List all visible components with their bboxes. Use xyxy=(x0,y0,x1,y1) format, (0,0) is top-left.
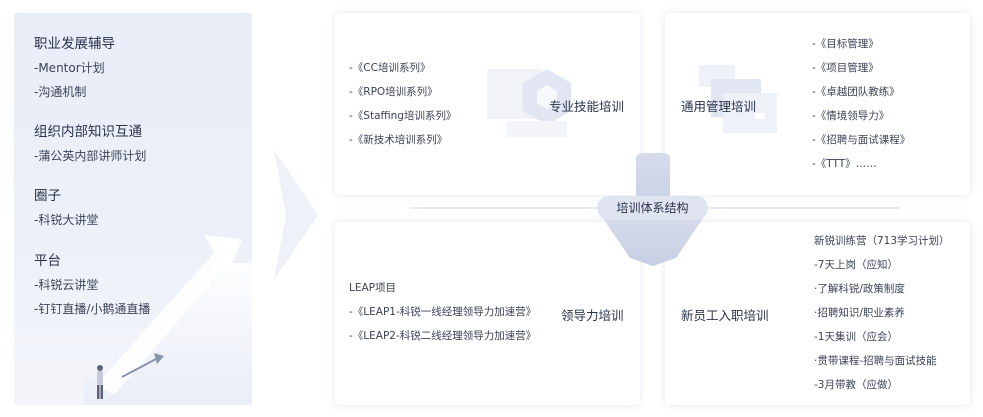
list-item: -《TTT》…… xyxy=(812,158,877,170)
card-title: 通用管理培训 xyxy=(681,99,757,114)
list-item: -3月带教（应做） xyxy=(814,379,898,391)
list-item: -《LEAP2-科锐二线经理领导力加速营》 xyxy=(349,330,537,342)
card-title: 新员工入职培训 xyxy=(681,308,769,323)
document-stack-icon xyxy=(699,65,777,133)
group-item: -科锐云讲堂 xyxy=(34,278,99,292)
card-list: -《目标管理》 -《项目管理》 -《卓越团队教练》 -《情境领导力》 -《招聘与… xyxy=(812,32,910,176)
list-item: ·招聘知识/职业素养 xyxy=(814,307,905,319)
group-circle: 圈子 -科锐大讲堂 xyxy=(34,187,98,235)
group-title: 组织内部知识互通 xyxy=(34,124,142,140)
card-professional-skills: -《CC培训系列》 -《RPO培训系列》 -《Staffing培训系列》 -《新… xyxy=(335,13,640,195)
list-item: LEAP项目 xyxy=(349,282,396,294)
list-item: ·了解科锐/政策制度 xyxy=(814,283,905,295)
list-item: -1天集训（应会） xyxy=(814,331,898,343)
list-item: -7天上岗（应知） xyxy=(814,259,898,271)
hexagon-icon xyxy=(487,69,571,137)
chevron-right-icon xyxy=(274,150,318,280)
staircase-illustration xyxy=(84,235,252,405)
list-item: ·贯带课程-招聘与面试技能 xyxy=(814,355,937,367)
group-item: -蒲公英内部讲师计划 xyxy=(34,149,147,163)
list-item: -《CC培训系列》 xyxy=(349,62,431,74)
group-career: 职业发展辅导 -Mentor计划 -沟通机制 xyxy=(34,35,115,107)
person-figure-icon xyxy=(97,365,103,399)
group-item: -钉钉直播/小鹅通直播 xyxy=(34,302,151,316)
list-item: -《目标管理》 xyxy=(812,38,879,50)
group-title: 平台 xyxy=(34,253,61,269)
group-title: 圈子 xyxy=(34,188,61,204)
list-item: -《RPO培训系列》 xyxy=(349,86,438,98)
list-item: -《项目管理》 xyxy=(812,62,879,74)
group-knowledge: 组织内部知识互通 -蒲公英内部讲师计划 xyxy=(34,123,146,171)
group-title: 职业发展辅导 xyxy=(34,36,115,52)
new-hire-list: 新锐训练营（713学习计划） -7天上岗（应知） ·了解科锐/政策制度 ·招聘知… xyxy=(814,229,950,397)
list-item: -《LEAP1-科锐一线经理领导力加速营》 xyxy=(349,306,537,318)
list-item: -《Staffing培训系列》 xyxy=(349,110,457,122)
card-title: 专业技能培训 xyxy=(549,99,625,114)
card-title: 领导力培训 xyxy=(561,308,624,323)
list-item: -《情境领导力》 xyxy=(812,110,890,122)
card-list: -《CC培训系列》 -《RPO培训系列》 -《Staffing培训系列》 -《新… xyxy=(349,56,456,152)
group-item: -科锐大讲堂 xyxy=(34,213,99,227)
list-item: -《新技术培训系列》 xyxy=(349,134,448,146)
group-item: -沟通机制 xyxy=(34,85,87,99)
group-item: -Mentor计划 xyxy=(34,61,105,75)
left-panel: 职业发展辅导 -Mentor计划 -沟通机制 组织内部知识互通 -蒲公英内部讲师… xyxy=(14,13,252,405)
list-item: 新锐训练营（713学习计划） xyxy=(814,235,950,247)
card-leadership: LEAP项目 -《LEAP1-科锐一线经理领导力加速营》 -《LEAP2-科锐二… xyxy=(335,222,640,405)
center-label: 培训体系结构 xyxy=(597,196,708,220)
list-item: -《卓越团队教练》 xyxy=(812,86,900,98)
list-item: -《招聘与面试课程》 xyxy=(812,134,911,146)
card-list: LEAP项目 -《LEAP1-科锐一线经理领导力加速营》 -《LEAP2-科锐二… xyxy=(349,276,536,348)
card-general-management: 通用管理培训 -《目标管理》 -《项目管理》 -《卓越团队教练》 -《情境领导力… xyxy=(665,13,970,195)
group-platform: 平台 -科锐云讲堂 -钉钉直播/小鹅通直播 xyxy=(34,252,150,324)
card-new-hire: 新员工入职培训 xyxy=(665,222,970,405)
